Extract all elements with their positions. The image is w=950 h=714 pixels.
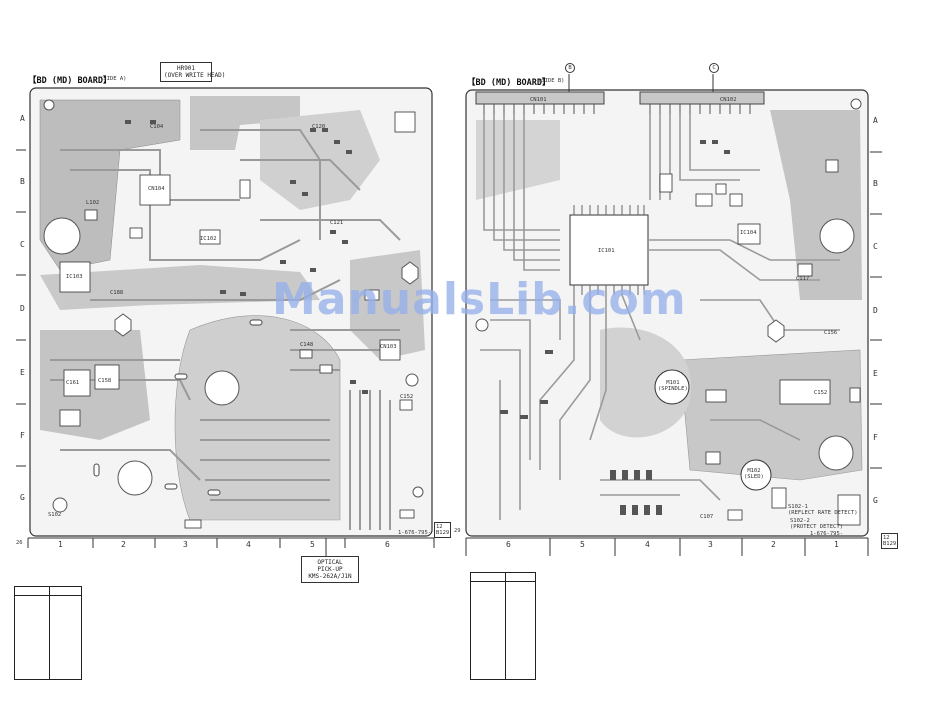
right-row-d: D bbox=[873, 306, 878, 315]
part-label: C107 bbox=[700, 514, 714, 520]
part-label: IC101 bbox=[598, 248, 615, 254]
part-label: C188 bbox=[110, 290, 124, 296]
right-row-g: G bbox=[873, 496, 878, 505]
part-label: C117 bbox=[796, 276, 810, 282]
part-label: C104 bbox=[150, 124, 164, 130]
connector-label: CN102 bbox=[720, 97, 737, 103]
right-board-title: 【BD (MD) BOARD】 bbox=[467, 78, 551, 88]
part-label: IC104 bbox=[740, 230, 757, 236]
part-label: C121 bbox=[330, 220, 344, 226]
motor-label: M101 (SPINDLE) bbox=[658, 380, 688, 392]
left-board-side: (SIDE A) bbox=[100, 76, 127, 82]
right-col-2: 2 bbox=[771, 540, 776, 549]
right-row-a: A bbox=[873, 116, 878, 125]
left-col-4: 4 bbox=[246, 540, 251, 549]
left-col-3: 3 bbox=[183, 540, 188, 549]
right-ref-table bbox=[470, 572, 536, 680]
right-col-4: 4 bbox=[645, 540, 650, 549]
part-label: IC103 bbox=[66, 274, 83, 280]
left-row-c: C bbox=[20, 240, 25, 249]
left-row-a: A bbox=[20, 114, 25, 123]
part-label: C161 bbox=[66, 380, 80, 386]
left-head-label: HR901 (OVER WRITE HEAD) bbox=[160, 62, 225, 82]
connector-label: CN101 bbox=[530, 97, 547, 103]
right-corner-mark: 12 B129 bbox=[881, 533, 899, 549]
right-col-3: 3 bbox=[708, 540, 713, 549]
left-board-title: 【BD (MD) BOARD】 bbox=[28, 76, 112, 86]
left-row-e: E bbox=[20, 368, 25, 377]
part-label: S102 bbox=[48, 512, 62, 518]
part-label: CN103 bbox=[380, 344, 397, 350]
right-top-marker-b: B bbox=[565, 63, 575, 73]
left-row-d: D bbox=[20, 304, 25, 313]
left-corner-mark: 12 B129 bbox=[434, 522, 452, 538]
left-col-1: 1 bbox=[58, 540, 63, 549]
left-ref-table bbox=[14, 586, 82, 680]
motor-label: M102 (SLED) bbox=[744, 468, 764, 480]
part-label: L102 bbox=[86, 200, 100, 206]
right-page-number: 29 bbox=[454, 528, 461, 534]
switch-label: S102-2 (PROTECT DETECT) bbox=[790, 518, 843, 530]
right-top-marker-c: C bbox=[709, 63, 719, 73]
left-col-2: 2 bbox=[121, 540, 126, 549]
right-col-5: 5 bbox=[580, 540, 585, 549]
left-row-b: B bbox=[20, 177, 25, 186]
right-row-c: C bbox=[873, 242, 878, 251]
right-bottom-code: 1-676-795- bbox=[810, 531, 844, 537]
part-label: IC102 bbox=[200, 236, 217, 242]
left-col-6: 6 bbox=[385, 540, 390, 549]
pickup-label: OPTICAL PICK-UP KMS-262A/J1N bbox=[301, 556, 359, 583]
right-board-side: (SIDE B) bbox=[538, 78, 565, 84]
part-label: C152 bbox=[400, 394, 414, 400]
part-label: C148 bbox=[300, 342, 314, 348]
right-col-6: 6 bbox=[506, 540, 511, 549]
part-label: C152 bbox=[814, 390, 828, 396]
left-row-f: F bbox=[20, 431, 25, 440]
right-row-f: F bbox=[873, 433, 878, 442]
left-row-g: G bbox=[20, 493, 25, 502]
right-row-b: B bbox=[873, 179, 878, 188]
switch-label: S102-1 (REFLECT RATE DETECT) bbox=[788, 504, 858, 516]
left-bottom-code: 1-676-795- bbox=[398, 530, 432, 536]
watermark: ManualsLib.com bbox=[272, 274, 687, 325]
part-label: CN104 bbox=[148, 186, 165, 192]
part-label: C120 bbox=[312, 124, 326, 130]
right-row-e: E bbox=[873, 369, 878, 378]
part-label: C158 bbox=[98, 378, 112, 384]
left-page-number: 26 bbox=[16, 540, 23, 546]
part-label: C156 bbox=[824, 330, 838, 336]
left-col-5: 5 bbox=[310, 540, 315, 549]
right-col-1: 1 bbox=[834, 540, 839, 549]
